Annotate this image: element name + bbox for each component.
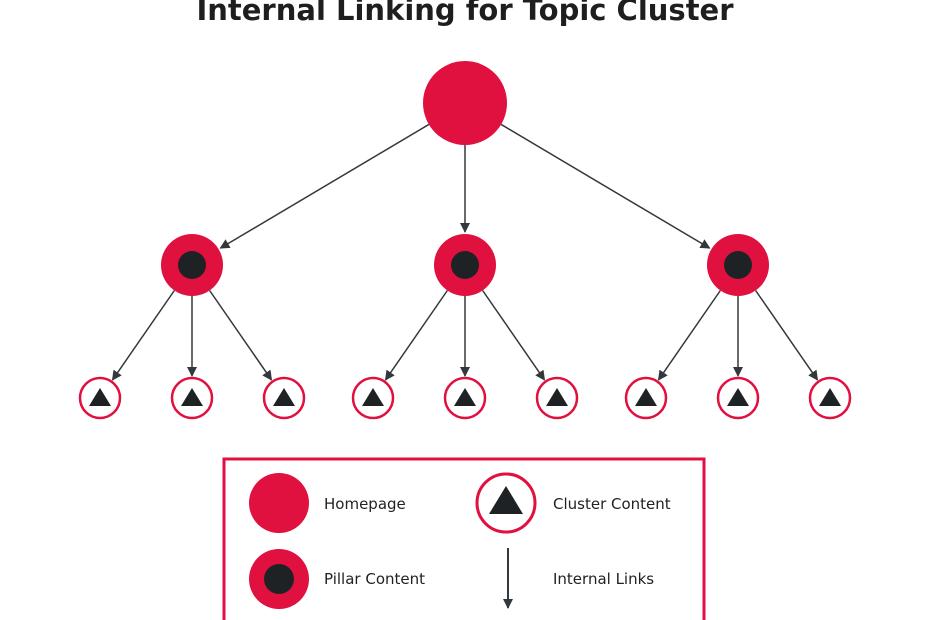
legend: Homepage Cluster Content Pillar Content … — [222, 457, 706, 620]
cluster-triangle-icon — [727, 388, 749, 406]
legend-cluster-content-triangle-icon — [489, 486, 523, 514]
legend-box — [222, 457, 706, 620]
link-homepage-to-pillar-1 — [219, 123, 430, 249]
internal-links — [111, 123, 819, 381]
pillar-node-core — [451, 251, 479, 279]
pillar-node-core — [724, 251, 752, 279]
diagram-nodes — [78, 61, 852, 420]
homepage-node — [423, 61, 507, 145]
legend-internal-links-label: Internal Links — [553, 570, 654, 588]
cluster-triangle-icon — [454, 388, 476, 406]
cluster-triangle-icon — [89, 388, 111, 406]
link-pillar-3-to-cluster-3 — [755, 290, 819, 381]
link-pillar-2-to-cluster-1 — [384, 290, 448, 381]
legend-homepage-label: Homepage — [324, 495, 406, 513]
legend-homepage-icon — [249, 473, 309, 533]
cluster-triangle-icon — [546, 388, 568, 406]
legend-pillar-content-core-icon — [264, 564, 294, 594]
cluster-triangle-icon — [181, 388, 203, 406]
link-pillar-1-to-cluster-1 — [111, 290, 175, 381]
cluster-triangle-icon — [273, 388, 295, 406]
link-homepage-to-pillar-3 — [500, 123, 711, 249]
pillar-node-core — [178, 251, 206, 279]
cluster-triangle-icon — [819, 388, 841, 406]
link-pillar-3-to-cluster-1 — [657, 290, 721, 381]
link-pillar-1-to-cluster-3 — [209, 290, 273, 381]
diagram-title: Internal Linking for Topic Cluster — [196, 0, 734, 27]
cluster-triangle-icon — [635, 388, 657, 406]
legend-pillar-content-label: Pillar Content — [324, 570, 425, 588]
cluster-triangle-icon — [362, 388, 384, 406]
legend-cluster-content-label: Cluster Content — [553, 495, 671, 513]
link-pillar-2-to-cluster-3 — [482, 290, 546, 381]
